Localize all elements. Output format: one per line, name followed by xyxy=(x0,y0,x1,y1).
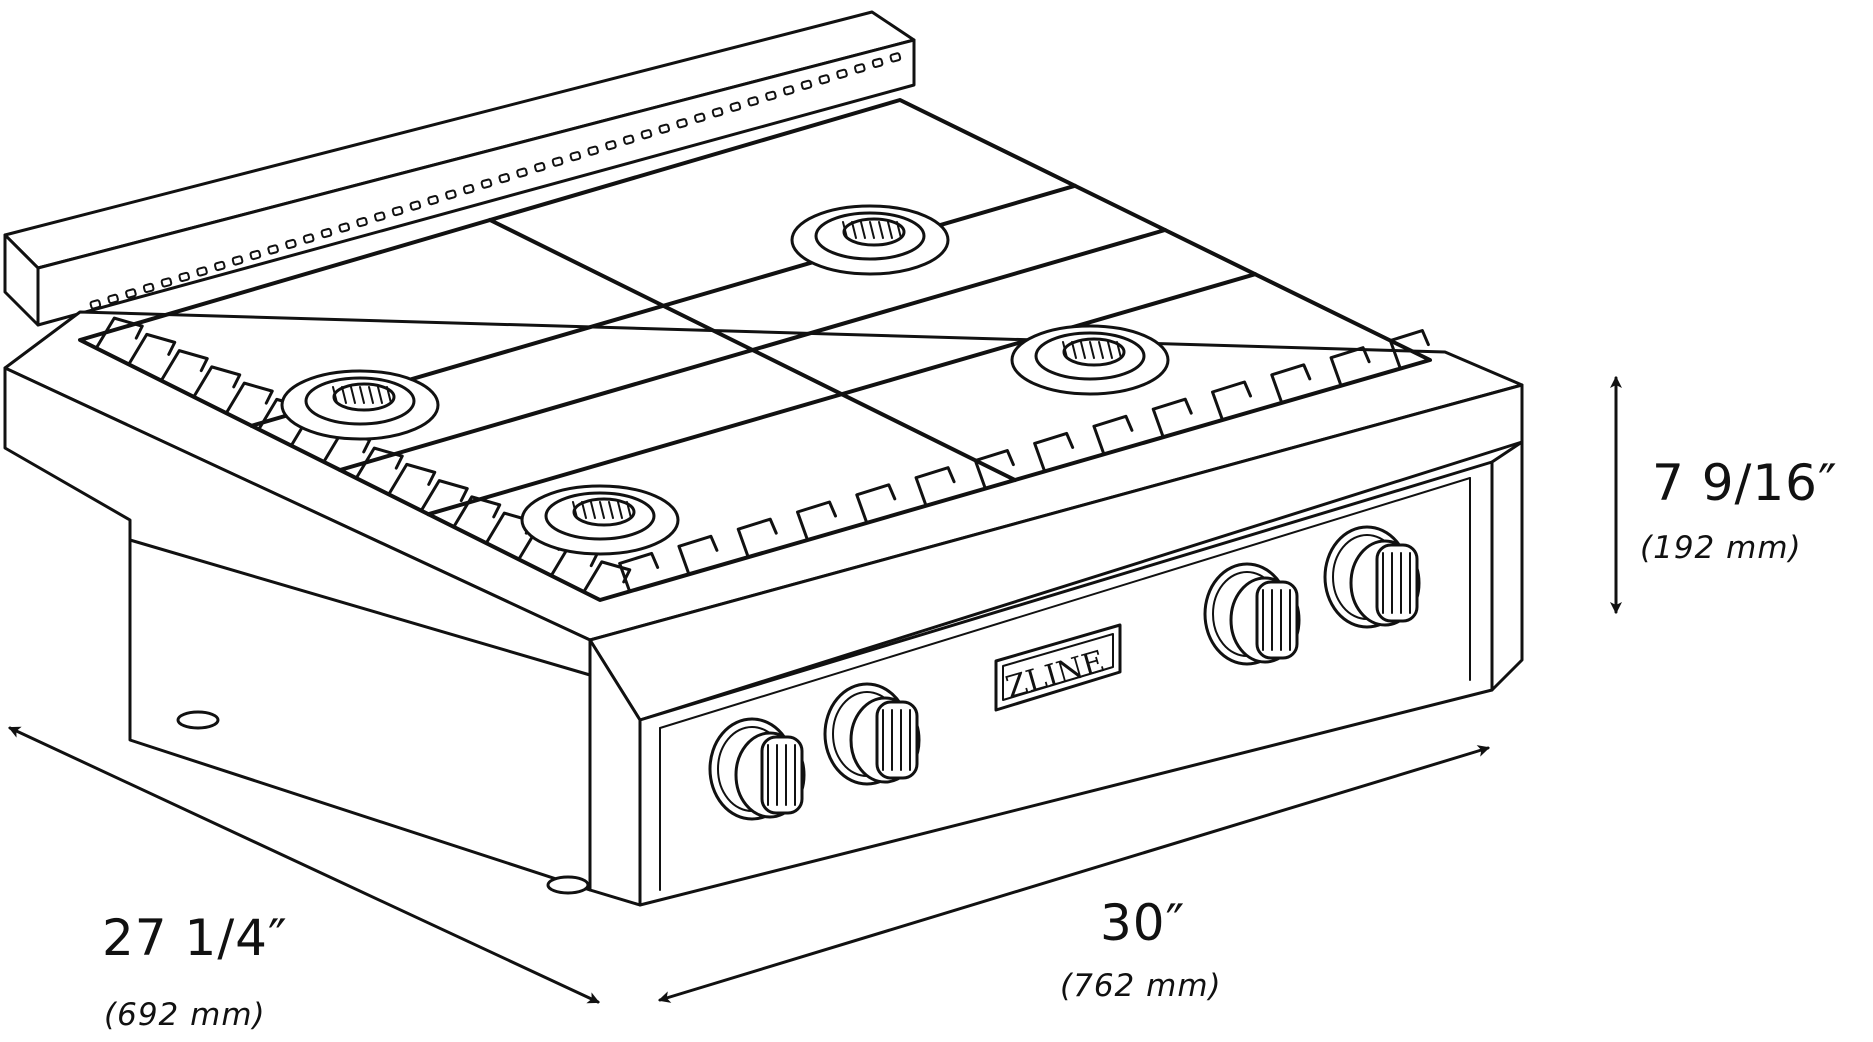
grate-finger xyxy=(1033,431,1075,473)
vent-slot xyxy=(800,79,813,90)
vent-slot xyxy=(498,173,511,184)
grate-finger xyxy=(796,500,837,542)
vent-slot xyxy=(782,85,795,96)
depth-arrow xyxy=(8,726,600,1004)
grate-finger xyxy=(1388,329,1430,371)
vent-slot xyxy=(373,211,386,222)
vent-slot xyxy=(676,118,688,129)
vent-slot xyxy=(409,200,422,211)
vent-slot xyxy=(231,255,244,266)
vent-slot xyxy=(125,288,137,299)
vent-slot xyxy=(427,195,439,206)
grate-finger xyxy=(736,517,778,559)
vent-slot xyxy=(587,145,599,156)
vent-slot xyxy=(747,96,759,107)
vent-slot xyxy=(658,123,671,134)
vent-slot xyxy=(818,74,831,85)
height-metric-label: (192 mm) xyxy=(1640,530,1802,566)
vent-slot xyxy=(729,101,742,112)
vent-slot xyxy=(445,189,457,200)
back-riser xyxy=(3,10,916,327)
burner xyxy=(280,369,440,441)
burner xyxy=(1010,324,1170,396)
burners xyxy=(280,204,1170,556)
grate-finger xyxy=(192,365,242,399)
vent-slot xyxy=(871,57,884,68)
dimension-width: 30″ (762 mm) xyxy=(658,745,1490,1004)
vent-slot xyxy=(889,52,902,63)
dimension-depth: 27 1/4″ (692 mm) xyxy=(8,726,600,1033)
vent-slot xyxy=(516,167,528,178)
vent-slot xyxy=(711,107,724,118)
vent-slot xyxy=(622,134,635,145)
grate-finger xyxy=(618,551,660,593)
grate-finger xyxy=(159,349,209,383)
width-arrow xyxy=(658,745,1490,1003)
foot xyxy=(546,875,590,895)
vent-slots xyxy=(89,52,902,310)
vent-slot xyxy=(765,90,777,101)
vent-slot xyxy=(142,282,155,294)
grate-finger xyxy=(1092,414,1134,456)
vent-slot xyxy=(196,266,208,277)
control-knob[interactable] xyxy=(1203,562,1301,666)
vent-slot xyxy=(267,244,279,255)
vent-slot xyxy=(569,151,582,162)
grate-finger xyxy=(452,495,502,529)
vent-slot xyxy=(693,112,706,123)
vent-slot xyxy=(107,293,119,304)
width-metric-label: (762 mm) xyxy=(1060,968,1222,1004)
control-knob[interactable] xyxy=(1323,525,1421,629)
vent-slot xyxy=(462,184,475,195)
grate-finger xyxy=(94,316,144,350)
vent-slot xyxy=(551,156,564,167)
vent-slot xyxy=(302,233,315,244)
vent-slot xyxy=(391,205,404,217)
grate-finger xyxy=(1211,380,1252,422)
vent-slot xyxy=(533,162,546,173)
vent-slot xyxy=(605,140,617,151)
vent-slot xyxy=(89,299,102,310)
grate-finger xyxy=(1270,363,1312,405)
grate-finger xyxy=(855,483,897,525)
burner xyxy=(790,204,950,276)
dimension-height: 7 9/16″ (192 mm) xyxy=(1610,376,1838,614)
vent-slot xyxy=(285,238,297,250)
height-imperial-label: 7 9/16″ xyxy=(1652,454,1838,512)
vent-slot xyxy=(320,227,333,239)
vent-slot xyxy=(640,129,653,140)
grate-finger xyxy=(387,462,437,496)
grate-finger xyxy=(1151,397,1193,439)
depth-metric-label: (692 mm) xyxy=(104,997,266,1033)
vent-slot xyxy=(480,178,493,189)
vent-slot xyxy=(249,249,262,261)
grate-finger xyxy=(973,449,1015,491)
vent-slot xyxy=(356,216,368,228)
grate-finger xyxy=(914,466,956,508)
depth-imperial-label: 27 1/4″ xyxy=(102,909,288,967)
vent-slot xyxy=(178,271,191,283)
vent-slot xyxy=(160,277,173,288)
grate-finger xyxy=(419,479,469,513)
grate-finger xyxy=(677,534,719,576)
vent-slot xyxy=(853,63,866,74)
grate-finger xyxy=(582,560,632,594)
width-imperial-label: 30″ xyxy=(1100,894,1185,952)
foot xyxy=(176,710,220,730)
vent-slot xyxy=(338,222,351,233)
grate-finger xyxy=(1329,346,1371,388)
grate-finger xyxy=(354,446,404,480)
burner xyxy=(520,484,680,556)
grate-finger xyxy=(224,381,274,415)
vent-slot xyxy=(213,260,226,272)
grate-bar xyxy=(488,218,1017,482)
vent-slot xyxy=(836,68,848,79)
grate-finger xyxy=(127,332,177,366)
